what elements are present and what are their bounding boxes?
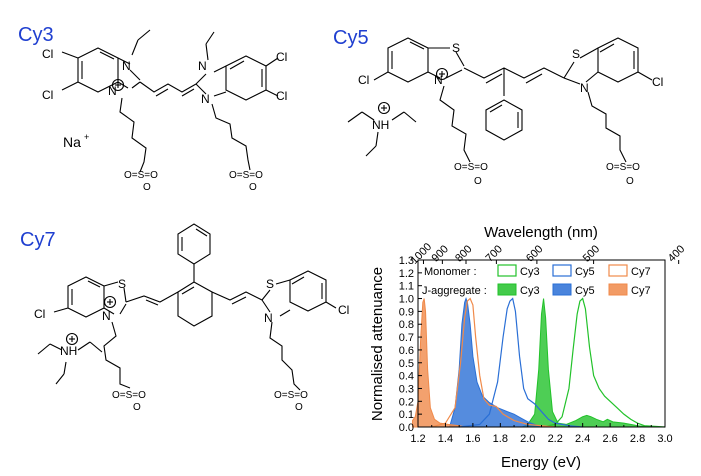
atom-o-minus: O	[133, 402, 141, 413]
atom-cl: Cl	[42, 88, 53, 102]
x-tick-label: 2.6	[602, 433, 617, 445]
y-tick-label: 0.5	[399, 358, 414, 370]
atom-n: N	[201, 92, 210, 106]
atom-s: S	[452, 41, 460, 55]
y-tick-label: 0.2	[399, 396, 414, 408]
series-cy5-jaggregate	[448, 297, 542, 428]
counter-ion-na: Na	[63, 134, 81, 150]
x-tick-label: 1.2	[410, 433, 425, 445]
atom-n: N	[264, 311, 273, 325]
sulfonate-group: O=S=O	[274, 390, 308, 401]
atom-o-minus: O	[295, 402, 303, 413]
atom-nh: NH	[60, 344, 77, 358]
sulfonate-group: O=S=O	[229, 170, 263, 181]
atom-cl: Cl	[276, 50, 287, 64]
legend-entry-monomer-cy5: Cy5	[575, 266, 595, 278]
y-tick-label: 1.0	[399, 294, 414, 306]
atom-cl: Cl	[358, 73, 369, 87]
y-tick-label: 0.7	[399, 332, 414, 344]
y-tick-label: 0.0	[399, 422, 414, 434]
y-tick-label: 0.3	[399, 383, 414, 395]
atom-cl: Cl	[652, 75, 663, 89]
series-cy7-monomer	[431, 297, 556, 428]
legend-monomer-label: Monomer :	[424, 266, 477, 278]
label-cy7: Cy7	[20, 229, 56, 251]
atom-s: S	[266, 277, 274, 291]
y-tick-label: 0.9	[399, 306, 414, 318]
atom-nh: NH	[372, 118, 389, 132]
atom-n: N	[580, 81, 589, 95]
top-tick-label: 500	[581, 243, 602, 264]
atom-cl: Cl	[42, 47, 53, 61]
structure-cy7	[37, 223, 337, 391]
legend: Monomer : J-aggregate : Cy3Cy3Cy5Cy5Cy7C…	[422, 264, 651, 297]
x-tick-label: 2.0	[520, 433, 535, 445]
series-layer	[412, 297, 666, 428]
y-tick-label: 1.3	[399, 255, 414, 267]
y-tick-label: 0.8	[399, 319, 414, 331]
atom-cl: Cl	[34, 307, 45, 321]
legend-entry-monomer-cy3: Cy3	[520, 266, 540, 278]
label-cy3: Cy3	[18, 24, 54, 46]
x-tick-label: 2.2	[548, 433, 563, 445]
sulfonate-group: O=S=O	[124, 170, 158, 181]
atom-n-plus: N	[102, 309, 111, 323]
y-tick-label: 1.1	[399, 281, 414, 293]
top-tick-label: 700	[484, 243, 505, 264]
top-axis-label: Wavelength (nm)	[484, 224, 598, 241]
atom-o-minus: O	[626, 176, 634, 187]
x-tick-label: 2.4	[575, 433, 590, 445]
legend-swatch-jagg-cy5	[552, 283, 572, 296]
atom-n-plus: N	[434, 73, 443, 87]
top-tick-label: 600	[524, 243, 545, 264]
x-tick-label: 1.6	[465, 433, 480, 445]
legend-swatch-monomer-cy5	[552, 264, 572, 277]
label-cy5: Cy5	[333, 27, 369, 49]
legend-entry-monomer-cy7: Cy7	[631, 266, 651, 278]
atom-cl: Cl	[276, 89, 287, 103]
series-cy5-monomer	[459, 297, 583, 428]
legend-swatch-jagg-cy3	[497, 283, 517, 296]
structure-cy3	[61, 29, 279, 173]
legend-entry-jagg-cy7: Cy7	[631, 285, 651, 297]
legend-jagg-label: J-aggregate :	[422, 285, 487, 297]
y-tick-label: 0.1	[399, 409, 414, 421]
legend-swatch-monomer-cy7	[608, 264, 628, 277]
sulfonate-group: O=S=O	[454, 162, 488, 173]
series-cy3-jaggregate	[522, 298, 665, 428]
atom-cl: Cl	[338, 303, 349, 317]
y-tick-label: 0.4	[399, 371, 414, 383]
top-tick-label: 800	[453, 243, 474, 264]
atom-o-minus: O	[474, 176, 482, 187]
y-tick-label: 0.6	[399, 345, 414, 357]
series-cy3-monomer	[541, 297, 666, 428]
atom-o-minus: O	[143, 182, 151, 193]
atom-s: S	[118, 277, 126, 291]
x-tick-label: 1.4	[438, 433, 453, 445]
structure-cy5	[347, 37, 653, 163]
x-tick-label: 1.8	[493, 433, 508, 445]
legend-swatch-monomer-cy3	[497, 264, 517, 277]
atom-n: N	[122, 59, 131, 73]
atom-n-plus: N	[108, 84, 117, 98]
x-axis-label: Energy (eV)	[501, 454, 581, 471]
sulfonate-group: O=S=O	[112, 390, 146, 401]
series-cy7-jaggregate	[412, 298, 467, 428]
top-tick-label: 400	[666, 243, 687, 264]
sulfonate-group: O=S=O	[606, 162, 640, 173]
counter-ion-charge: +	[84, 132, 89, 142]
y-tick-label: 1.2	[399, 268, 414, 280]
y-axis-label: Normalised attenuance	[369, 267, 386, 421]
legend-entry-jagg-cy3: Cy3	[520, 285, 540, 297]
atom-s: S	[572, 47, 580, 61]
atom-o-minus: O	[249, 182, 257, 193]
atom-n: N	[198, 59, 207, 73]
x-tick-label: 3.0	[657, 433, 672, 445]
top-tick-label: 900	[430, 243, 451, 264]
legend-swatch-jagg-cy7	[608, 283, 628, 296]
x-tick-label: 2.8	[630, 433, 645, 445]
legend-entry-jagg-cy5: Cy5	[575, 285, 595, 297]
